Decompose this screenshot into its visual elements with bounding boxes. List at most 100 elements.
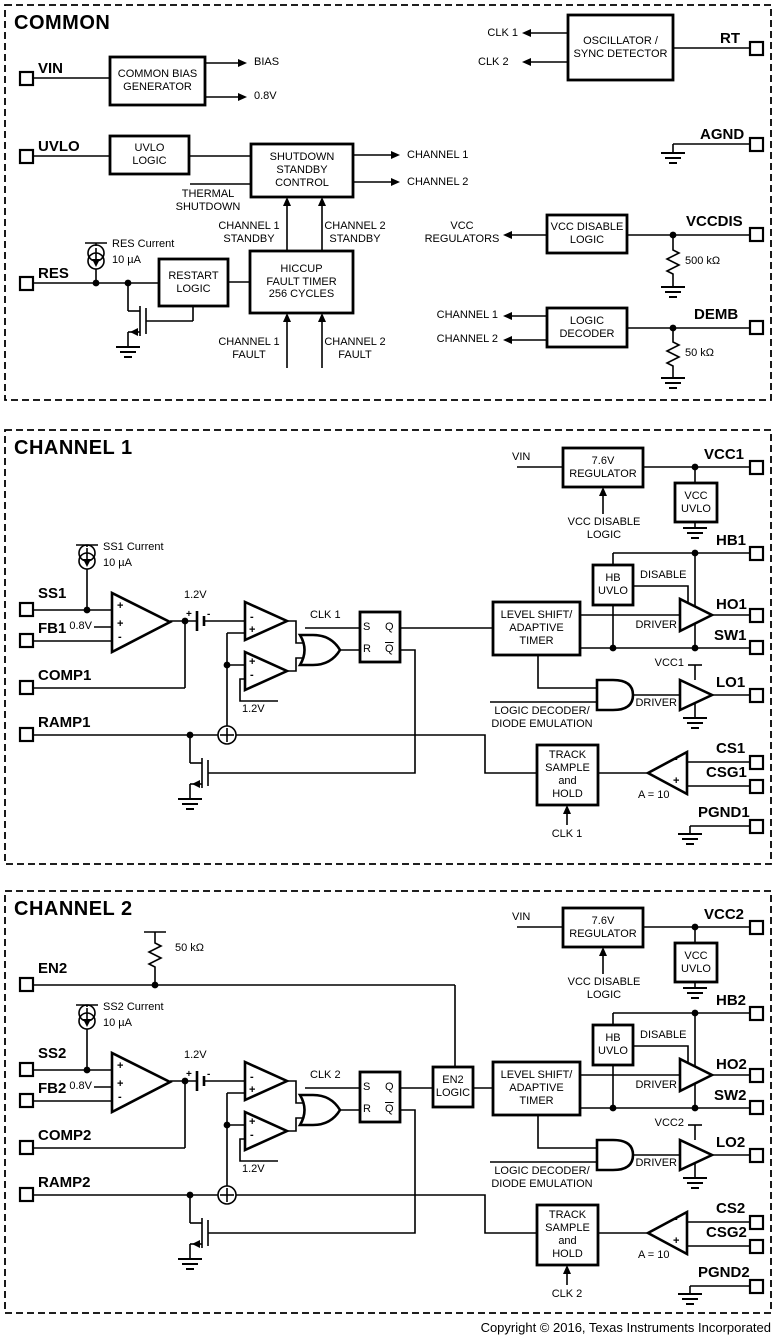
ch1-clk-sh-label: CLK 1 [551,828,583,840]
ch1-regulator-label: 7.6V REGULATOR [569,454,637,480]
common-blocks [108,13,675,349]
ch2-ss-current-label: SS2 Current [103,1001,164,1013]
ch2-cs-minus-sign: - [674,1213,678,1225]
comp2-pin-label: COMP2 [38,1127,92,1144]
ch1-latch-q-label: Q [385,621,394,633]
ch1-clk-in-label: CLK 1 [310,609,341,621]
decoder-channel2-label: CHANNEL 2 [436,333,498,345]
ch1-ss-current-value-label: 10 µA [103,557,132,569]
hb2-pin [748,1005,765,1022]
csg1-pin [748,778,765,795]
rt-pin [748,40,765,57]
ch1-track-sample-hold-box [535,743,600,807]
0v8-output-label: 0.8V [254,90,277,102]
ch1-vcc-disable-label: VCC DISABLE LOGIC [567,516,641,541]
comp1-pin-label: COMP1 [38,667,92,684]
ch1-latch-qbar-label: Q [385,643,394,655]
fb1-pin-label: FB1 [38,620,67,637]
uvlo-logic-label: UVLO LOGIC [132,142,167,167]
ramp1-pin-label: RAMP1 [38,714,91,731]
uvlo-pin [18,148,35,165]
ch1-and-gate [595,678,635,712]
channel1-section-title: CHANNEL 1 [14,437,133,459]
cs1-pin [748,754,765,771]
ch2-vcc-uvlo-ground [682,987,708,999]
shutdown-channel2-label: CHANNEL 2 [407,176,469,188]
ch1-vcc-uvlo-box [673,481,719,524]
ch2-offset-battery [195,1071,206,1091]
ch1-battery-plus-sign: + [186,609,192,620]
demb-resistor-50k [665,338,681,370]
vcc1-pin [748,459,765,476]
ch1-or-gate [297,633,342,667]
ch1-battery-minus-sign: - [207,609,211,620]
ch1-gain-label: A = 10 [638,789,670,801]
ch2-vcc-rail-label: VCC2 [654,1117,684,1129]
vccdis-ground-symbol [660,286,686,298]
ch1-ho-driver-label: DRIVER [635,619,677,631]
pgnd2-pin-label: PGND2 [698,1264,750,1281]
ch1-ref-1v2-label: 1.2V [242,703,265,715]
vccdis-pin [748,226,765,243]
ch2-latch-qbar-label: Q [385,1103,394,1115]
ch1-offset-battery [195,611,206,631]
lo1-pin [748,687,765,704]
ch2-lo-driver [678,1137,716,1173]
ch1-vin-label: VIN [512,451,531,463]
ho1-pin [748,607,765,624]
oscillator-sync-detector-box [566,13,675,82]
ho2-pin [748,1067,765,1084]
vcc2-pin-label: VCC2 [704,906,745,923]
ch1-level-shift-label: LEVEL SHIFT/ ADAPTIVE TIMER [500,609,573,647]
demb-pin-label: DEMB [694,306,739,323]
sw1-pin-label: SW1 [714,627,747,644]
ch2-ho-driver [678,1056,715,1094]
ch2-cs-plus-sign: + [673,1235,680,1247]
ch1-cmp2-minus-sign: - [250,669,254,681]
ch2-battery-plus-sign: + [186,1069,192,1080]
vcc-disable-logic-label: VCC DISABLE LOGIC [550,221,624,246]
ho1-pin-label: HO1 [716,596,747,613]
ch1-cmp2-plus-sign: + [249,656,256,668]
demb-pin [748,319,765,336]
res-current-value-label: 10 µA [112,254,141,266]
csg2-pin [748,1238,765,1255]
hiccup-fault-timer-label: HICCUP FAULT TIMER 256 CYCLES [266,262,337,301]
clk2-output-label: CLK 2 [478,56,509,68]
res-current-label: RES Current [112,238,175,250]
sw1-pin [748,639,765,656]
ss2-pin-label: SS2 [38,1045,67,1062]
ch1-latch-s-label: S [363,621,371,633]
res-pin [18,275,35,292]
logic-decoder-label: LOGIC DECODER [559,314,615,340]
ch2-vin-label: VIN [512,911,531,923]
vccdis-resistor-500k [665,246,681,278]
channel1-section-border [4,429,772,865]
ch1-pwm-comparator-top [243,599,291,643]
ch1-ramp-ground [177,798,203,810]
vcc2-pin [748,919,765,936]
ch2-track-sample-hold-label: TRACK SAMPLE and HOLD [545,1209,590,1260]
ch2-lo-driver-label: DRIVER [635,1157,677,1169]
ch1-summing-node [217,725,237,745]
ch2-latch-r-label: R [363,1103,371,1115]
agnd-pin-label: AGND [700,126,745,143]
ch2-en2-resistor-label: 50 kΩ [175,942,205,954]
ch2-ea-plus2-sign: + [117,1078,124,1090]
csg1-pin-label: CSG1 [706,764,747,781]
channel1-fault-label: CHANNEL 1 FAULT [218,336,280,361]
ch1-latch-r-label: R [363,643,371,655]
ch2-error-amplifier [110,1050,173,1115]
ch2-pwm-comparator-bottom [243,1109,291,1153]
ch1-lo-driver [678,677,716,713]
ramp1-pin [18,726,35,743]
ch1-cmp1-plus-sign: + [249,624,256,636]
restart-logic-box [157,257,230,308]
ch1-logic-decoder-label: LOGIC DECODER/ DIODE EMULATION [491,705,593,730]
sw2-pin-label: SW2 [714,1087,747,1104]
ch1-ramp-nmos-transistor [189,735,209,799]
ramp2-pin-label: RAMP2 [38,1174,91,1191]
ch1-current-sense-amp [645,749,689,797]
ch2-regulator-box [561,906,645,949]
